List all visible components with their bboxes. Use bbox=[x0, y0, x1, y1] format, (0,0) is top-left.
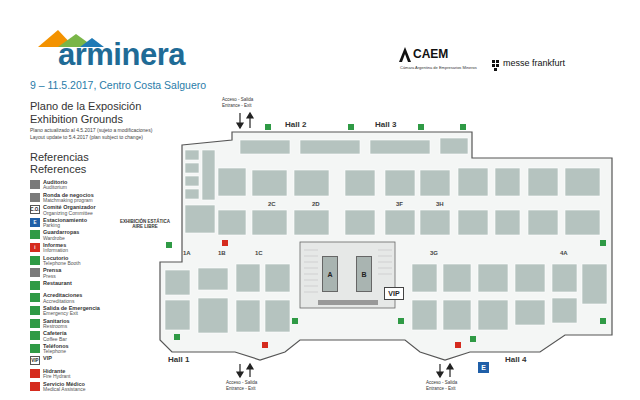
update-note: Layout update to 5.4.2017 (plan subject … bbox=[30, 135, 143, 141]
organizer-logo: CAEM bbox=[413, 48, 448, 61]
legend-translation: Matchmaking program bbox=[43, 198, 93, 204]
legend-translation: Medical Assistance bbox=[43, 387, 86, 393]
legend-translation: Press bbox=[43, 274, 56, 280]
legend-translation: Organizing Committee bbox=[43, 211, 93, 217]
legend-title: References bbox=[30, 163, 86, 175]
legend-symbol: E bbox=[30, 218, 40, 227]
legend-swatch bbox=[30, 344, 40, 353]
entrance-label: Entrance - Exit bbox=[426, 387, 456, 392]
legend-swatch bbox=[30, 268, 40, 277]
legend-translation: Restrooms bbox=[43, 324, 67, 330]
legend-title: Referencias bbox=[30, 151, 89, 163]
legend-text: Servicio Médico bbox=[43, 381, 85, 387]
legend-text: VIP bbox=[43, 355, 52, 361]
section-code: 2C bbox=[268, 201, 276, 208]
section-code: 1B bbox=[218, 250, 226, 257]
hall-label: Hall 2 bbox=[285, 121, 306, 130]
legend-swatch bbox=[30, 230, 40, 239]
area-label: EXHIBICIÓN ESTÁTICA AIRE LIBRE bbox=[116, 220, 174, 230]
hall-label: Hall 1 bbox=[168, 356, 189, 365]
room-box: B bbox=[356, 256, 372, 292]
legend-swatch bbox=[30, 193, 40, 202]
map-title: Plano de la Exposición bbox=[30, 100, 141, 112]
section-code: 1A bbox=[183, 250, 191, 257]
legend-translation: Telephone bbox=[43, 349, 66, 355]
section-code: 4A bbox=[560, 250, 568, 257]
section-code: 3G bbox=[430, 250, 438, 257]
section-code: 3H bbox=[436, 201, 444, 208]
legend-text: Guardarropas bbox=[43, 229, 79, 235]
legend-swatch bbox=[30, 382, 40, 391]
entrance-label: Entrance - Exit bbox=[226, 387, 256, 392]
legend-text: Comité Organizador bbox=[43, 204, 96, 210]
section-code: 2D bbox=[312, 201, 320, 208]
organizer-logo: messe frankfurt bbox=[503, 59, 565, 69]
room-label: A bbox=[327, 271, 332, 278]
logo-text: arminera bbox=[58, 38, 185, 72]
legend-translation: Telephone Booth bbox=[43, 261, 81, 267]
legend-text: Teléfonos bbox=[43, 343, 69, 349]
legend-swatch bbox=[30, 256, 40, 265]
section-code: 1C bbox=[255, 250, 263, 257]
room-box: A bbox=[322, 256, 338, 292]
legend-text: Prensa bbox=[43, 267, 61, 273]
legend-swatch bbox=[30, 306, 40, 315]
organizer-name: Cámara Argentina de Empresarios Mineros bbox=[400, 66, 477, 70]
legend-swatch bbox=[30, 319, 40, 328]
legend-text: Cafetería bbox=[43, 330, 67, 336]
parking-sign: E bbox=[478, 362, 489, 373]
legend-text: Informes bbox=[43, 242, 66, 248]
legend-swatch bbox=[30, 180, 40, 189]
legend-text: Locutorio bbox=[43, 255, 68, 261]
room-label: VIP bbox=[388, 290, 399, 297]
entrance-label: Acceso - Salida bbox=[426, 381, 457, 386]
room-box: VIP bbox=[384, 287, 404, 300]
entrance-label: Acceso - Salida bbox=[222, 98, 253, 103]
legend-swatch bbox=[30, 331, 40, 340]
hall-label: Hall 3 bbox=[375, 121, 396, 130]
section-code: 3F bbox=[396, 201, 403, 208]
legend-text: Restaurant bbox=[43, 280, 72, 286]
legend-text: Hidrante bbox=[43, 368, 65, 374]
entrance-label: Entrance - Exit bbox=[222, 104, 252, 109]
legend-text: Acreditaciones bbox=[43, 292, 82, 298]
legend-symbol: C.O. bbox=[30, 205, 40, 214]
entrance-label: Acceso - Salida bbox=[226, 381, 257, 386]
legend-translation: Coffee Bar bbox=[43, 337, 67, 343]
legend-swatch bbox=[30, 293, 40, 302]
legend-symbol: i bbox=[30, 243, 40, 252]
legend-symbol: VIP bbox=[30, 356, 40, 365]
legend-translation: Information bbox=[43, 248, 68, 254]
legend-text: Estacionamiento bbox=[43, 217, 87, 223]
legend-translation: Accreditations bbox=[43, 299, 74, 305]
legend-text: Auditorio bbox=[43, 179, 67, 185]
event-date: 9 – 11.5.2017, Centro Costa Salguero bbox=[30, 80, 206, 92]
hall-label: Hall 4 bbox=[505, 356, 526, 365]
legend-text: Sanitarios bbox=[43, 318, 70, 324]
legend-translation: Emergency Exit bbox=[43, 311, 78, 317]
legend-translation: Wardrobe bbox=[43, 236, 65, 242]
legend-text: Ronda de negocios bbox=[43, 192, 94, 198]
legend-translation: Parking bbox=[43, 223, 60, 229]
update-note: Plano actualizado al 4.5.2017 (sujeto a … bbox=[30, 128, 152, 134]
room-label: B bbox=[361, 271, 366, 278]
legend-text: Salida de Emergencia bbox=[43, 305, 100, 311]
legend-swatch bbox=[30, 281, 40, 290]
legend-translation: Fire Hydrant bbox=[43, 374, 71, 380]
legend-swatch bbox=[30, 369, 40, 378]
map-subtitle: Exhibition Grounds bbox=[30, 113, 123, 125]
legend-translation: Auditorium bbox=[43, 185, 67, 191]
